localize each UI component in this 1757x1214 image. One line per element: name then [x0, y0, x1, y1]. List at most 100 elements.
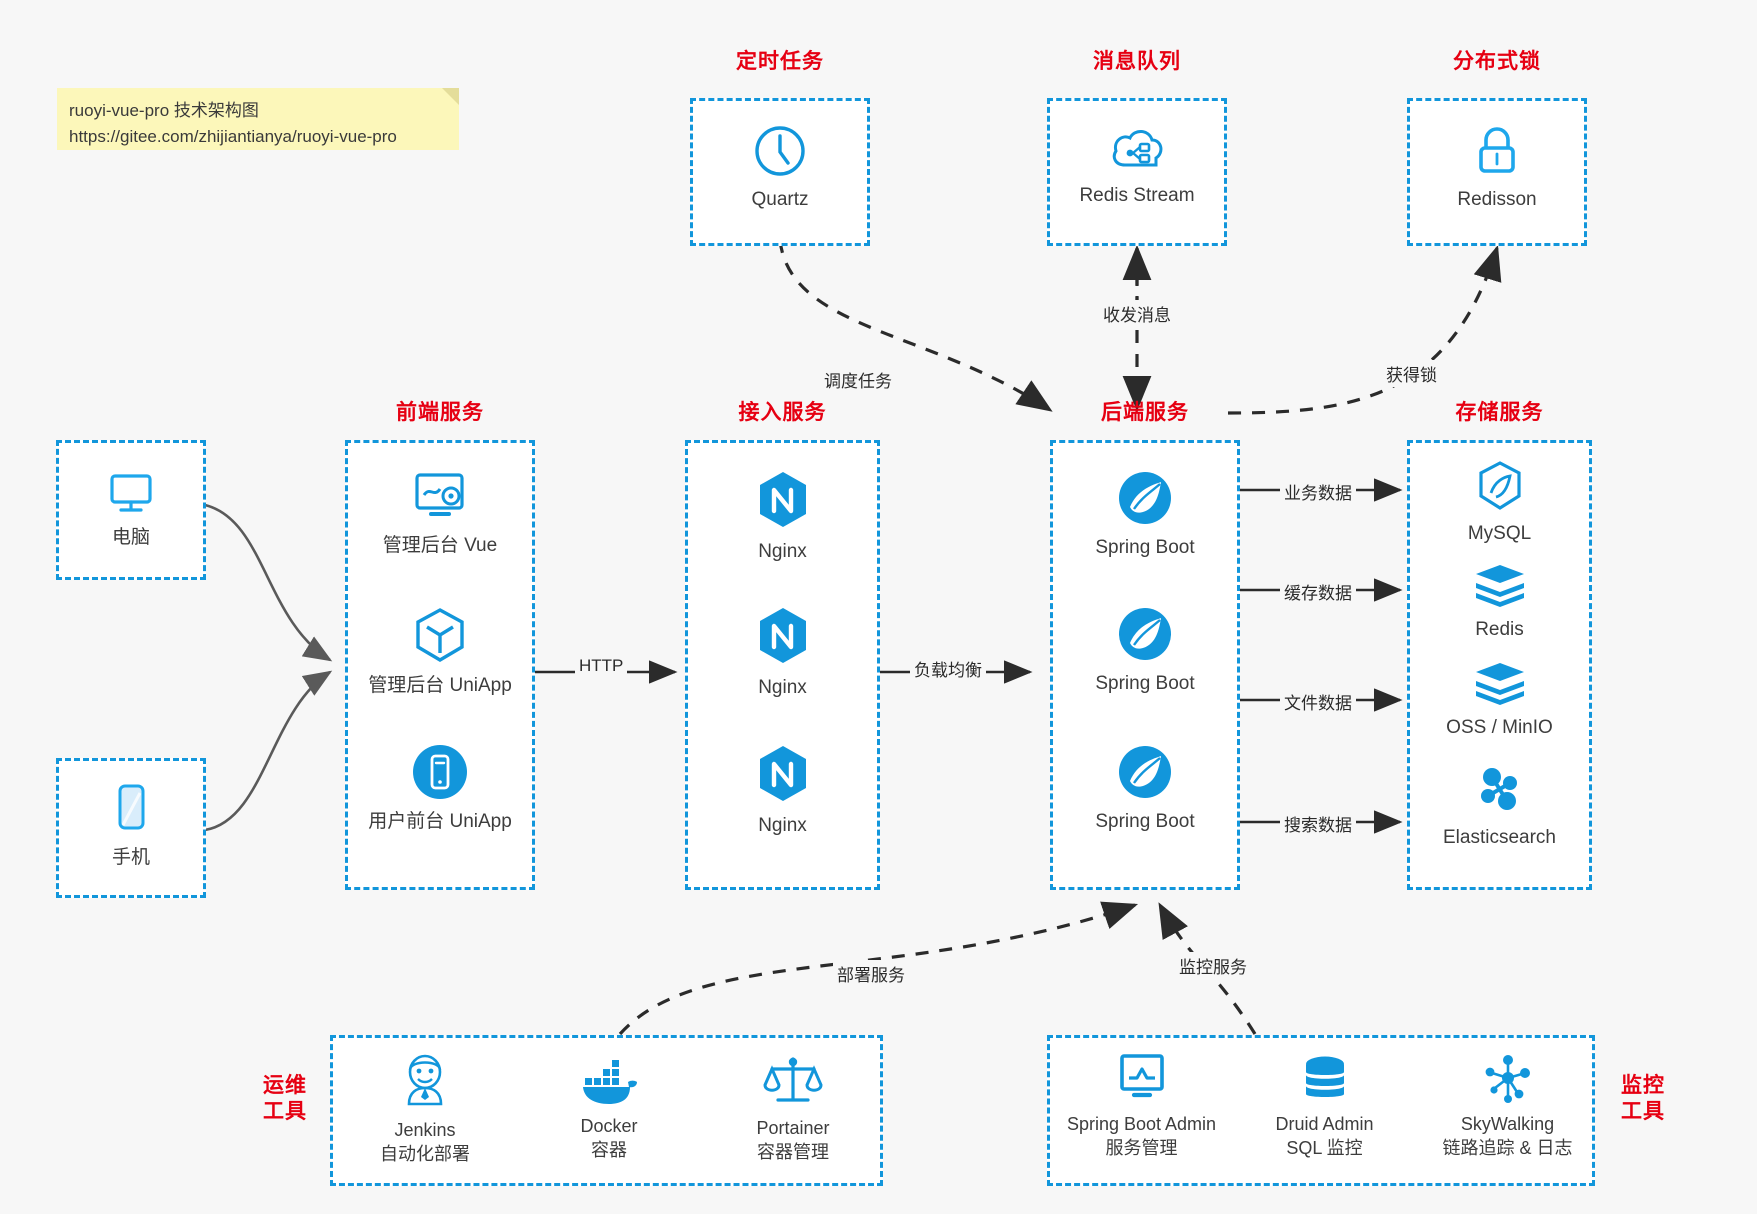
phone-filled-icon [348, 743, 532, 801]
lock-icon [1410, 123, 1584, 179]
node-label: Spring Boot [1095, 537, 1195, 558]
spring-icon [1053, 469, 1237, 527]
mq-box: Redis Stream [1047, 98, 1227, 246]
edge-label-load-balance: 负载均衡 [910, 655, 986, 682]
node-spring-boot-2[interactable]: Spring Boot [1053, 605, 1237, 697]
node-jenkins[interactable]: Jenkins 自动化部署 [333, 1052, 517, 1167]
client-mobile-box: 手机 [56, 758, 206, 898]
node-label-line1: Jenkins [394, 1120, 456, 1140]
node-spring-boot-admin[interactable]: Spring Boot Admin 服务管理 [1050, 1052, 1233, 1161]
jenkins-icon [333, 1052, 517, 1110]
node-user-uniapp[interactable]: 用户前台 UniApp [348, 743, 532, 835]
nginx-icon [688, 469, 877, 531]
node-label: 手机 [111, 847, 150, 868]
section-title-gateway: 接入服务 [738, 401, 827, 424]
node-nginx-2[interactable]: Nginx [688, 605, 877, 701]
devops-title-line1: 运维 [263, 1074, 307, 1097]
edge-label-deploy-service: 部署服务 [833, 960, 909, 987]
node-label-line1: SkyWalking [1460, 1114, 1555, 1134]
node-mobile[interactable]: 手机 [59, 781, 203, 871]
section-title-backend: 后端服务 [1101, 401, 1189, 424]
section-title-frontend: 前端服务 [396, 401, 484, 424]
node-docker[interactable]: Docker 容器 [517, 1058, 701, 1163]
lock-box: Redisson [1407, 98, 1587, 246]
client-desktop-box: 电脑 [56, 440, 206, 580]
edge-label-monitor-service: 监控服务 [1175, 952, 1251, 979]
nginx-icon [688, 743, 877, 805]
node-label: 管理后台 UniApp [368, 675, 512, 696]
node-redis-stream[interactable]: Redis Stream [1050, 123, 1224, 209]
mysql-icon [1410, 459, 1589, 513]
node-label: 用户前台 UniApp [368, 811, 512, 832]
node-label-line2: 链路追踪 & 日志 [1442, 1138, 1573, 1159]
cube-icon [348, 605, 532, 665]
redis-icon [1410, 561, 1589, 609]
node-label: Elasticsearch [1443, 827, 1556, 848]
node-label: Redis [1475, 619, 1524, 640]
node-label: Spring Boot [1095, 811, 1195, 832]
node-label: 电脑 [111, 527, 150, 548]
storage-box: MySQL Redis OSS / MinIO [1407, 440, 1592, 890]
monitor-title-line1: 监控 [1621, 1074, 1665, 1097]
node-mysql[interactable]: MySQL [1410, 459, 1589, 547]
node-label-line1: Druid Admin [1275, 1114, 1374, 1134]
node-label: Nginx [758, 541, 807, 562]
node-label-line1: Docker [580, 1116, 638, 1136]
monitor-box: Spring Boot Admin 服务管理 Druid Admin SQL 监… [1047, 1035, 1595, 1186]
node-label: Spring Boot [1095, 673, 1195, 694]
edge-label-cache-data: 缓存数据 [1280, 578, 1356, 605]
node-label: MySQL [1467, 523, 1532, 544]
section-title-monitor: 监控 工具 [1608, 1073, 1678, 1126]
node-redisson[interactable]: Redisson [1410, 123, 1584, 213]
node-redis[interactable]: Redis [1410, 561, 1589, 643]
node-desktop[interactable]: 电脑 [59, 469, 203, 551]
cloud-stream-icon [1050, 123, 1224, 175]
mobile-icon [59, 781, 203, 837]
node-label-line2: 自动化部署 [380, 1144, 470, 1165]
edge-label-file-data: 文件数据 [1280, 688, 1356, 715]
node-admin-vue[interactable]: 管理后台 Vue [348, 469, 532, 559]
section-title-storage: 存储服务 [1455, 401, 1544, 424]
node-label: Redis Stream [1079, 185, 1195, 206]
node-label-line2: 容器管理 [757, 1142, 829, 1163]
portainer-icon [701, 1052, 885, 1108]
monitor-title-line2: 工具 [1621, 1100, 1665, 1124]
edge-label-acquire-lock: 获得锁 [1382, 360, 1441, 387]
node-label-line2: 容器 [591, 1140, 627, 1161]
section-title-lock: 分布式锁 [1453, 50, 1541, 73]
spring-icon [1053, 605, 1237, 663]
monitor-chart-icon [1050, 1052, 1233, 1104]
node-elasticsearch[interactable]: Elasticsearch [1410, 763, 1589, 851]
node-skywalking[interactable]: SkyWalking 链路追踪 & 日志 [1416, 1054, 1599, 1161]
node-portainer[interactable]: Portainer 容器管理 [701, 1052, 885, 1165]
desktop-icon [59, 469, 203, 517]
devops-title-line2: 工具 [263, 1100, 307, 1124]
backend-box: Spring Boot Spring Boot Spring Boot [1050, 440, 1240, 890]
node-label-line2: SQL 监控 [1286, 1138, 1363, 1159]
node-label: OSS / MinIO [1446, 717, 1553, 738]
oss-icon [1410, 659, 1589, 707]
node-nginx-1[interactable]: Nginx [688, 469, 877, 565]
scheduler-box: Quartz [690, 98, 870, 246]
node-spring-boot-3[interactable]: Spring Boot [1053, 743, 1237, 835]
devops-box: Jenkins 自动化部署 Docker 容器 [330, 1035, 883, 1186]
frontend-box: 管理后台 Vue 管理后台 UniApp 用户前台 UniApp [345, 440, 535, 890]
node-label-line2: 服务管理 [1105, 1138, 1178, 1159]
edge-label-search-data: 搜索数据 [1280, 810, 1356, 837]
node-label: Nginx [758, 815, 807, 836]
gateway-box: Nginx Nginx Nginx [685, 440, 880, 890]
note-title: ruoyi-vue-pro 技术架构图 [69, 101, 259, 120]
node-oss-minio[interactable]: OSS / MinIO [1410, 659, 1589, 741]
node-nginx-3[interactable]: Nginx [688, 743, 877, 839]
section-title-devops: 运维 工具 [250, 1073, 320, 1126]
note-fold-corner [442, 88, 459, 105]
node-quartz[interactable]: Quartz [693, 123, 867, 213]
note-url: https://gitee.com/zhijiantianya/ruoyi-vu… [69, 126, 397, 146]
section-title-scheduler: 定时任务 [736, 50, 824, 73]
edge-label-schedule-task: 调度任务 [820, 366, 896, 393]
section-title-mq: 消息队列 [1093, 50, 1181, 73]
node-admin-uniapp[interactable]: 管理后台 UniApp [348, 605, 532, 699]
node-druid-admin[interactable]: Druid Admin SQL 监控 [1233, 1054, 1416, 1161]
node-spring-boot-1[interactable]: Spring Boot [1053, 469, 1237, 561]
